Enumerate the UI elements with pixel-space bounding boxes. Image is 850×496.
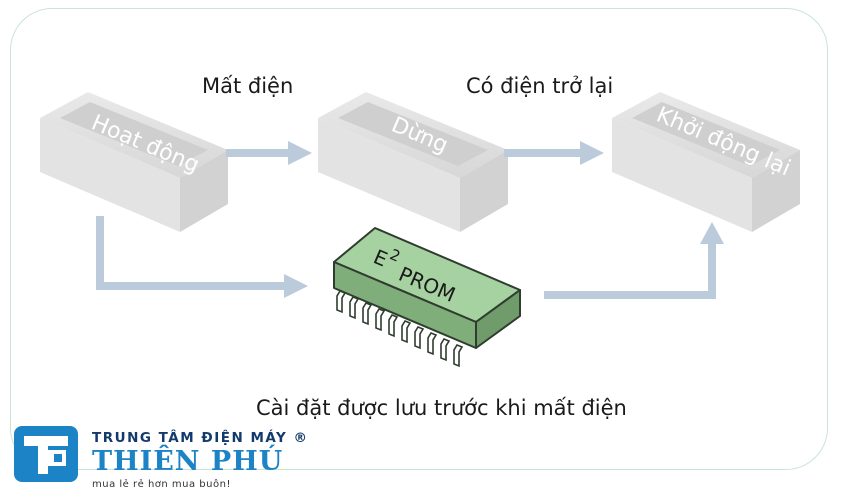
logo-mark-icon bbox=[14, 426, 78, 482]
transition-label-power-restored: Có điện trở lại bbox=[466, 74, 614, 98]
chip-pins bbox=[336, 290, 464, 368]
logo-slogan: mua lẻ rẻ hơn mua buôn! bbox=[92, 479, 231, 490]
arrow-eeprom-to-restart bbox=[544, 222, 724, 299]
arrow-running-to-eeprom bbox=[96, 216, 308, 298]
transition-label-power-loss: Mất điện bbox=[202, 74, 294, 98]
diagram-frame bbox=[10, 8, 828, 470]
logo-company: TRUNG TÂM ĐIỆN MÁY ® bbox=[92, 430, 309, 446]
arrows bbox=[96, 141, 724, 299]
state-box-running: Hoạt động bbox=[40, 92, 228, 232]
logo-brand: THIÊN PHÚ bbox=[92, 446, 284, 477]
arrow-running-to-stopped bbox=[226, 141, 312, 165]
state-box-restart: Khởi động lại bbox=[612, 92, 800, 232]
state-box-stopped: Dừng bbox=[318, 92, 508, 232]
brand-logo: TRUNG TÂM ĐIỆN MÁY ® THIÊN PHÚ mua lẻ rẻ… bbox=[14, 424, 314, 490]
caption-settings-saved: Cài đặt được lưu trước khi mất điện bbox=[256, 396, 627, 420]
arrow-stopped-to-restart bbox=[504, 141, 604, 165]
eeprom-chip: E 2 PROM bbox=[333, 227, 521, 368]
